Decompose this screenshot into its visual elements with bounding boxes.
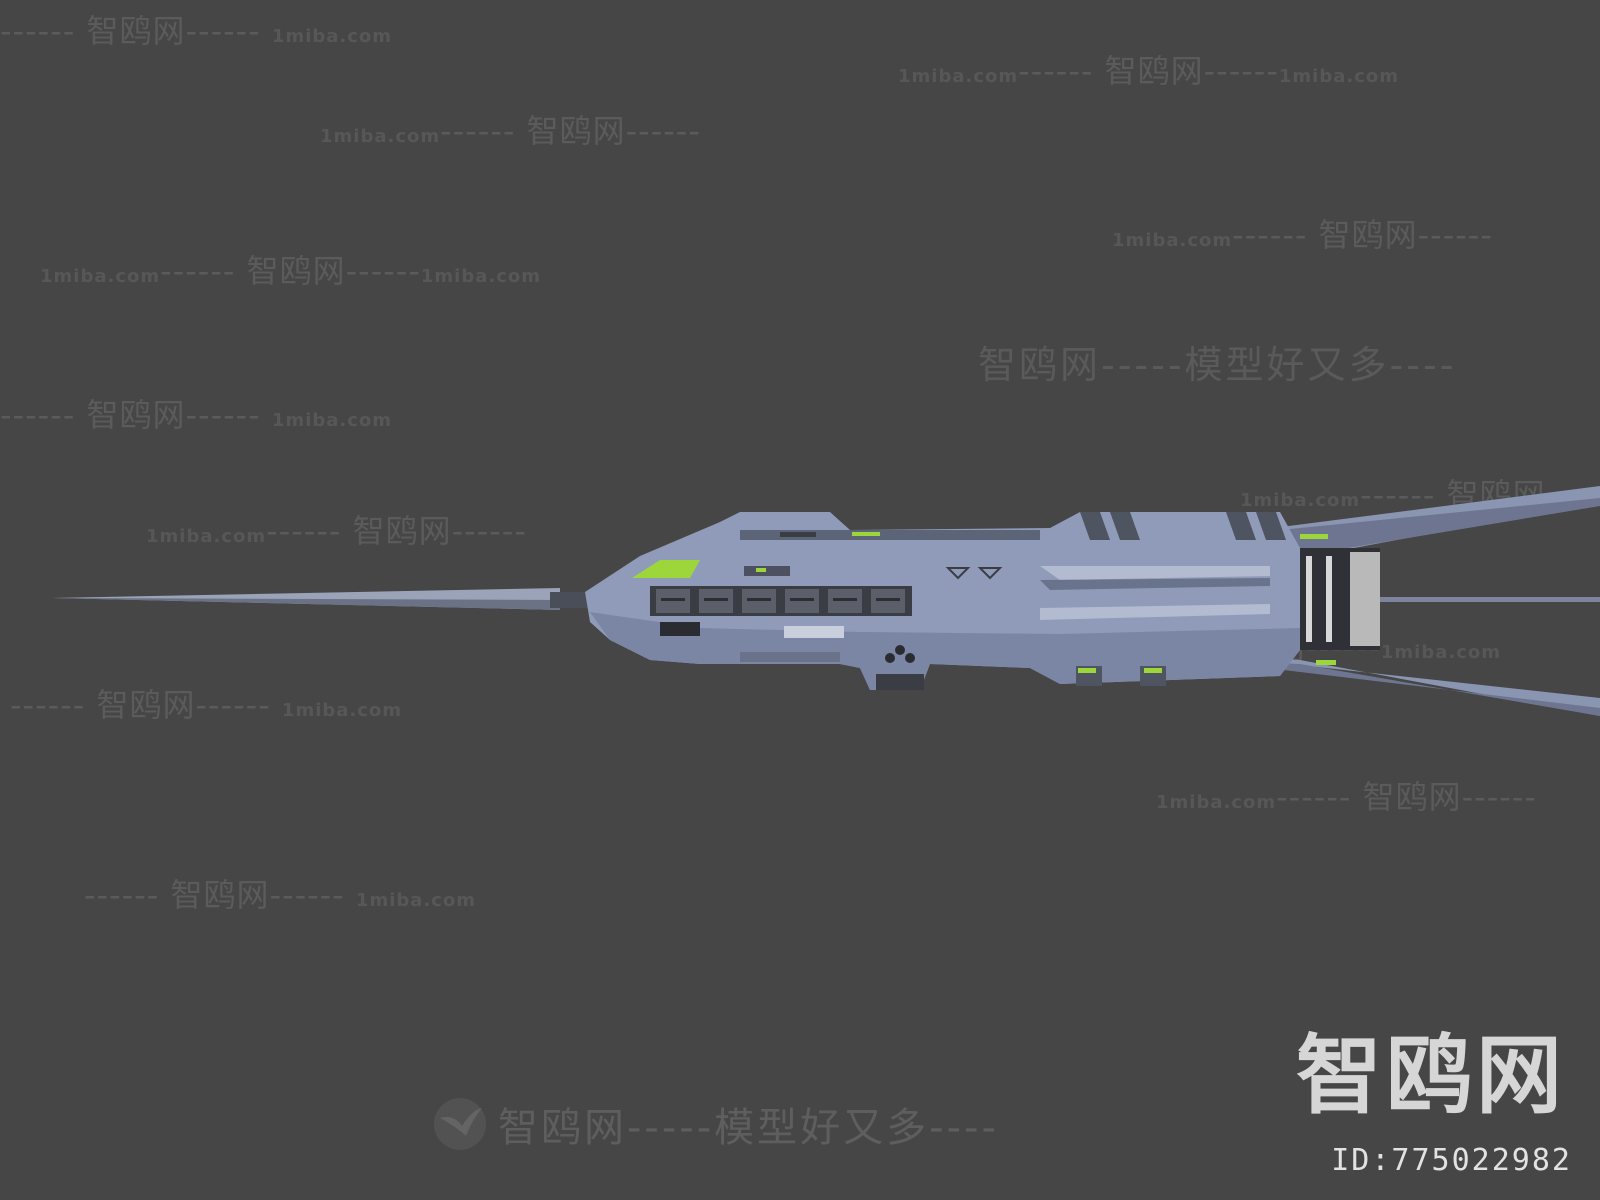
wing-light <box>1316 660 1336 665</box>
engine-ring <box>1306 556 1312 642</box>
bottom-watermark: 智鸥网-----模型好又多---- <box>432 1095 999 1153</box>
missile-bay <box>650 586 912 616</box>
watermark-row: 1miba.com------ 智鸥网------1miba.com <box>40 252 541 290</box>
top-strip-slot <box>780 532 816 537</box>
nose-spike-shadow <box>52 598 560 610</box>
lower-plate <box>740 652 840 662</box>
lower-fin-light <box>1078 668 1096 673</box>
watermark-row: ------ 智鸥网------ 1miba.com <box>0 12 393 50</box>
upper-fin <box>1080 512 1110 540</box>
radiation-symbol <box>885 645 915 663</box>
rear-rod <box>1240 597 1600 602</box>
side-rail <box>1040 604 1270 620</box>
watermark-row: 1miba.com------ 智鸥网------ <box>320 112 701 150</box>
hull-lower-band <box>590 612 1300 690</box>
vent-light <box>756 568 766 572</box>
cockpit-vent <box>744 566 790 576</box>
watermark-row: ------ 智鸥网------ 1miba.com <box>84 876 477 914</box>
top-strip-light <box>852 532 880 536</box>
ventral-pod <box>876 674 924 690</box>
upper-fin <box>1226 512 1256 540</box>
watermark-row: ------ 智鸥网------ 1miba.com <box>10 686 403 724</box>
fin-light <box>1300 534 1328 539</box>
watermark-row: 1miba.com------ 智鸥网------ <box>146 512 527 550</box>
hull-marking <box>945 567 971 580</box>
bottom-slogan: 智鸥网-----模型好又多---- <box>498 1105 999 1151</box>
seagull-logo-icon <box>434 1098 486 1150</box>
watermark-row: 1miba.com------ 智鸥网------ <box>1112 216 1493 254</box>
brand-logo: 智鸥网 <box>1296 1026 1566 1126</box>
model-id-label: ID:775022982 <box>1331 1143 1572 1178</box>
watermark-row: 1miba.com------ 智鸥网------ <box>1156 778 1537 816</box>
watermark-row: 1miba.com------ 智鸥网------1miba.com <box>898 52 1399 90</box>
top-strip <box>740 530 1040 540</box>
hull-marking <box>977 567 1003 580</box>
side-rail <box>1040 566 1270 580</box>
lower-panel <box>784 626 844 638</box>
watermark-slogan: 智鸥网-----模型好又多---- <box>978 343 1457 387</box>
watermark-row: ------ 智鸥网------ 1miba.com <box>0 396 393 434</box>
engine-ring <box>1326 556 1332 642</box>
side-rail-shadow <box>1040 578 1270 590</box>
cockpit-light <box>632 560 700 578</box>
upper-fin <box>1110 512 1140 540</box>
lower-fin-light <box>1144 668 1162 673</box>
lower-grille <box>660 622 700 636</box>
upper-fin <box>1256 512 1286 540</box>
engine-nozzle <box>1350 552 1380 646</box>
